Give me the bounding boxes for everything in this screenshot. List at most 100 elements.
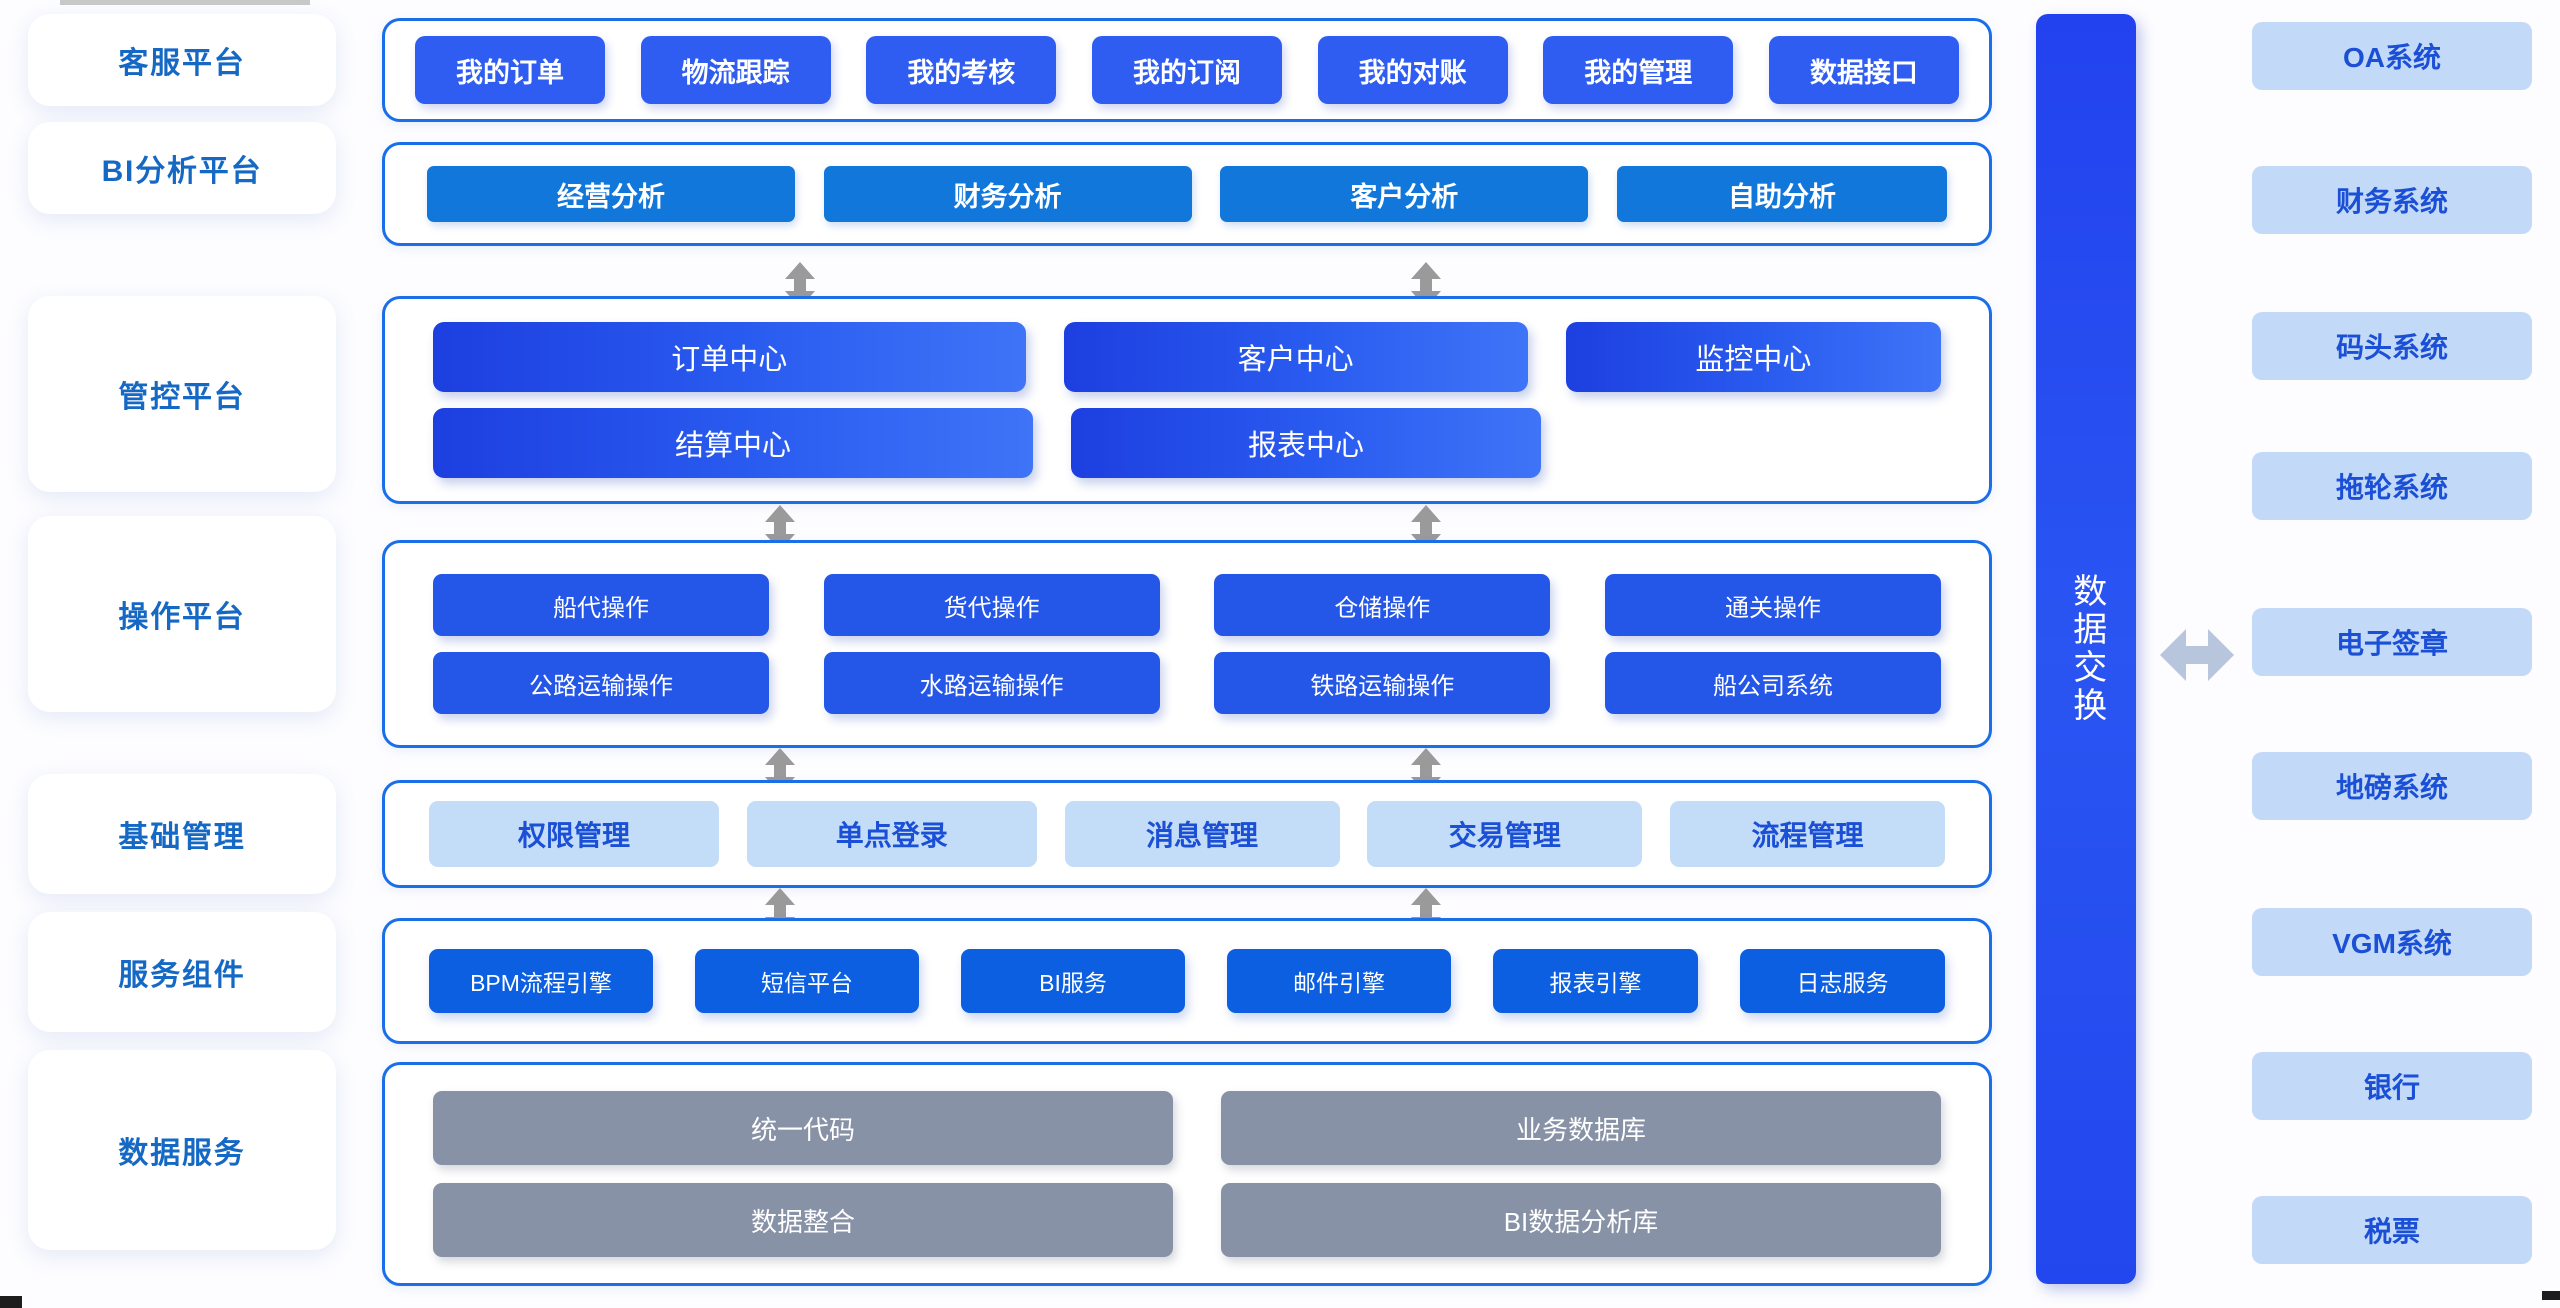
chip-data-interface[interactable]: 数据接口 [1768,36,1959,104]
chip-railway-transport-operation[interactable]: 铁路运输操作 [1214,652,1551,714]
chip-label: 财务分析 [953,181,1062,212]
panel-base-management: 权限管理 单点登录 消息管理 交易管理 流程管理 [382,780,1992,888]
external-system-terminal[interactable]: 码头系统 [2252,312,2532,380]
panel-service-components: BPM流程引擎 短信平台 BI服务 邮件引擎 报表引擎 日志服务 [382,918,1992,1044]
chip-my-reconciliation[interactable]: 我的对账 [1317,36,1508,104]
chip-my-assessment[interactable]: 我的考核 [866,36,1057,104]
chip-label: 通关操作 [1724,594,1821,622]
panel-data-services: 统一代码 业务数据库 数据整合 BI数据分析库 [382,1062,1992,1286]
chip-bi-analytics-database[interactable]: BI数据分析库 [1221,1183,1941,1257]
chip-business-analysis[interactable]: 经营分析 [427,166,795,222]
chip-label: 报表引擎 [1549,970,1642,996]
chip-business-database[interactable]: 业务数据库 [1221,1091,1941,1165]
chip-label: 流程管理 [1751,820,1864,851]
chip-label: 客户中心 [1237,344,1354,376]
chip-mail-engine[interactable]: 邮件引擎 [1227,949,1451,1013]
chip-permission-management[interactable]: 权限管理 [429,801,719,867]
chip-single-sign-on[interactable]: 单点登录 [746,801,1037,867]
external-system-label: OA系统 [2342,42,2441,73]
chip-transaction-management[interactable]: 交易管理 [1367,801,1643,867]
chip-customer-analysis[interactable]: 客户分析 [1220,166,1589,222]
chip-customs-operation[interactable]: 通关操作 [1604,574,1941,636]
layer-label-sidebar: 客服平台 BI分析平台 管控平台 操作平台 基础管理 服务组件 数据服务 [28,0,336,1308]
chip-warehouse-operation[interactable]: 仓储操作 [1214,574,1551,636]
data-exchange-bar[interactable]: 数据交换 [2036,14,2136,1284]
chip-sms-platform[interactable]: 短信平台 [695,949,919,1013]
panel-operation-platform: 船代操作 货代操作 仓储操作 通关操作 公路运输操作 水路运输操作 铁路运输操作… [382,540,1992,748]
chip-data-integration[interactable]: 数据整合 [433,1183,1173,1257]
chip-bpm-process-engine[interactable]: BPM流程引擎 [429,949,653,1013]
chip-bi-service[interactable]: BI服务 [961,949,1185,1013]
chip-label: 业务数据库 [1515,1114,1646,1145]
chip-settlement-center[interactable]: 结算中心 [433,408,1033,478]
chip-message-management[interactable]: 消息管理 [1064,801,1340,867]
external-system-finance[interactable]: 财务系统 [2252,166,2532,234]
external-system-label: 银行 [2363,1072,2420,1103]
external-system-label: 拖轮系统 [2335,472,2448,503]
sidebar-item-customer-service[interactable]: 客服平台 [28,14,336,106]
external-system-oa[interactable]: OA系统 [2252,22,2532,90]
chip-monitoring-center[interactable]: 监控中心 [1565,322,1941,392]
sidebar-item-operation-platform[interactable]: 操作平台 [28,516,336,712]
external-system-label: 地磅系统 [2335,772,2448,803]
chip-self-service-analysis[interactable]: 自助分析 [1616,166,1947,222]
top-edge-strip [60,0,310,5]
chip-shipping-company-system[interactable]: 船公司系统 [1604,652,1941,714]
panel-bi-platform: 经营分析 财务分析 客户分析 自助分析 [382,142,1992,246]
chip-label: BPM流程引擎 [470,970,612,996]
chip-logistics-tracking[interactable]: 物流跟踪 [640,36,831,104]
chip-label: 单点登录 [835,820,948,851]
connector-arrow-control-operation-left [762,505,798,551]
external-system-tax-invoice[interactable]: 税票 [2252,1196,2532,1264]
sidebar-item-label: 数据服务 [118,1137,246,1170]
chip-label: 自助分析 [1727,181,1836,212]
external-system-vgm[interactable]: VGM系统 [2252,908,2532,976]
external-system-tugboat[interactable]: 拖轮系统 [2252,452,2532,520]
external-system-e-signature[interactable]: 电子签章 [2252,608,2532,676]
external-system-weighbridge[interactable]: 地磅系统 [2252,752,2532,820]
data-exchange-bidirectional-arrow [2160,622,2234,688]
external-system-label: 税票 [2363,1216,2420,1247]
chip-label: 货代操作 [943,594,1040,622]
chip-label: 仓储操作 [1334,594,1431,622]
chip-my-subscription[interactable]: 我的订阅 [1091,36,1282,104]
chip-report-center[interactable]: 报表中心 [1071,408,1541,478]
sidebar-item-bi-platform[interactable]: BI分析平台 [28,122,336,214]
bottom-left-marker [0,1296,22,1308]
chip-label: 我的考核 [907,57,1016,88]
chip-process-management[interactable]: 流程管理 [1670,801,1945,867]
chip-order-center[interactable]: 订单中心 [433,322,1026,392]
chip-financial-analysis[interactable]: 财务分析 [823,166,1192,222]
chip-log-service[interactable]: 日志服务 [1740,949,1945,1013]
chip-label: 物流跟踪 [681,57,790,88]
chip-label: 数据整合 [750,1206,855,1237]
external-system-label: VGM系统 [2332,928,2452,959]
external-system-label: 财务系统 [2335,186,2448,217]
chip-label: BI服务 [1039,970,1107,996]
chip-label: 短信平台 [761,970,853,996]
sidebar-item-control-platform[interactable]: 管控平台 [28,296,336,492]
external-system-bank[interactable]: 银行 [2252,1052,2532,1120]
sidebar-item-base-management[interactable]: 基础管理 [28,774,336,894]
chip-report-engine[interactable]: 报表引擎 [1493,949,1698,1013]
panel-control-platform: 订单中心 客户中心 监控中心 结算中心 报表中心 [382,296,1992,504]
chip-label: 客户分析 [1350,181,1459,212]
chip-road-transport-operation[interactable]: 公路运输操作 [433,652,769,714]
external-system-label: 电子签章 [2335,628,2448,659]
sidebar-item-label: 基础管理 [118,821,246,854]
chip-my-orders[interactable]: 我的订单 [415,36,605,104]
sidebar-item-data-services[interactable]: 数据服务 [28,1050,336,1250]
sidebar-item-service-components[interactable]: 服务组件 [28,912,336,1032]
chip-unified-code[interactable]: 统一代码 [433,1091,1173,1165]
chip-my-management[interactable]: 我的管理 [1543,36,1734,104]
chip-shipping-agency-operation[interactable]: 船代操作 [433,574,769,636]
chip-label: 消息管理 [1145,820,1258,851]
chip-waterway-transport-operation[interactable]: 水路运输操作 [823,652,1160,714]
chip-label: 公路运输操作 [529,672,673,700]
chip-label: BI数据分析库 [1503,1206,1659,1237]
chip-customer-center[interactable]: 客户中心 [1063,322,1528,392]
chip-label: 报表中心 [1247,430,1364,462]
chip-label: 数据接口 [1809,57,1918,88]
chip-freight-forwarding-operation[interactable]: 货代操作 [823,574,1160,636]
chip-label: 船公司系统 [1712,672,1833,700]
